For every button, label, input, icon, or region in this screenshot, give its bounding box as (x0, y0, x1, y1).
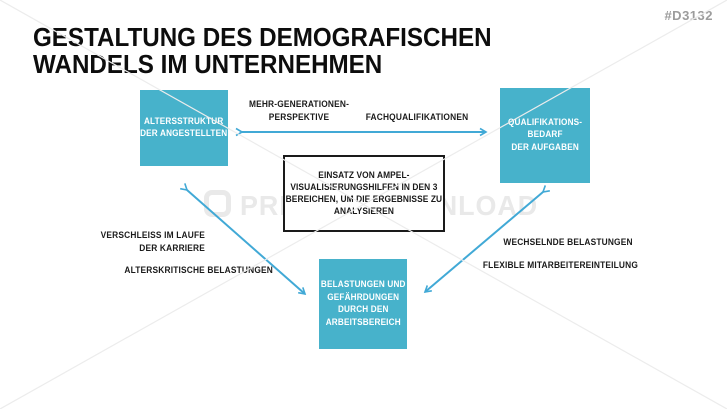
page-title-line1: GESTALTUNG DES DEMOGRAFISCHEN (33, 22, 492, 52)
label-wechselnde-belastungen: WECHSELNDE BELASTUNGEN (503, 237, 633, 248)
box-center-analysis-label: EINSATZ VON AMPEL- VISUALISIERUNGSHILFEN… (286, 170, 442, 218)
page-title-line2: WANDELS IM UNTERNEHMEN (33, 49, 383, 79)
box-workplace-strain-label: BELASTUNGEN UND GEFÄHRDUNGEN DURCH DEN A… (321, 279, 406, 329)
box-age-structure-label: ALTERSSTRUKTUR DER ANGESTELLTEN (140, 116, 227, 141)
product-code: #D3132 (664, 8, 713, 23)
box-age-structure[interactable]: ALTERSSTRUKTUR DER ANGESTELLTEN (140, 90, 228, 166)
box-qualification-line1: QUALIFIKATIONS- (507, 116, 583, 128)
box-qualification-need[interactable]: QUALIFIKATIONS- BEDARF DER AUFGABEN (500, 88, 590, 183)
box-age-structure-line2: DER ANGESTELLTEN (140, 128, 228, 139)
box-strain-line2: GEFÄHRDUNGEN (327, 291, 399, 303)
box-strain-line3: DURCH DEN (337, 304, 389, 315)
label-mehrgen-line1: MEHR-GENERATIONEN- (248, 99, 350, 110)
center-line2: VISUALISIERUNGSHILFEN IN DEN 3 (290, 181, 438, 193)
box-qualification-line3: DER AUFGABEN (511, 141, 579, 153)
box-qualification-need-label: QUALIFIKATIONS- BEDARF DER AUFGABEN (508, 117, 582, 155)
label-verschleiss-karriere: VERSCHLEISS IM LAUFE DER KARRIERE (91, 229, 205, 255)
label-alterskritische-belastungen: ALTERSKRITISCHE BELASTUNGEN (124, 265, 273, 276)
center-line3: BEREICHEN, UM DIE ERGEBNISSE ZU (285, 193, 443, 205)
box-workplace-strain[interactable]: BELASTUNGEN UND GEFÄHRDUNGEN DURCH DEN A… (319, 259, 407, 349)
box-strain-line1: BELASTUNGEN UND (320, 279, 406, 290)
box-age-structure-line1: ALTERSSTRUKTUR (144, 115, 224, 127)
box-qualification-line2: BEDARF (527, 129, 563, 141)
label-verschleiss-line1: VERSCHLEISS IM LAUFE (100, 230, 205, 241)
box-strain-line4: ARBEITSBEREICH (325, 316, 401, 328)
page-title: GESTALTUNG DES DEMOGRAFISCHEN WANDELS IM… (33, 24, 492, 78)
label-mehr-generationen-perspektive: MEHR-GENERATIONEN- PERSPEKTIVE (229, 98, 370, 124)
label-flexible-mitarbeitereinteilung: FLEXIBLE MITARBEITEREINTEILUNG (482, 260, 639, 271)
box-center-analysis[interactable]: EINSATZ VON AMPEL- VISUALISIERUNGSHILFEN… (283, 155, 445, 232)
center-line4: ANALYSIEREN (333, 205, 395, 217)
label-fachqualifikationen: FACHQUALIFIKATIONEN (365, 112, 469, 123)
center-line1: EINSATZ VON AMPEL- (318, 169, 410, 181)
label-verschleiss-line2: DER KARRIERE (139, 243, 205, 254)
watermark-logo-icon (204, 190, 231, 217)
label-mehrgen-line2: PERSPEKTIVE (268, 112, 330, 123)
